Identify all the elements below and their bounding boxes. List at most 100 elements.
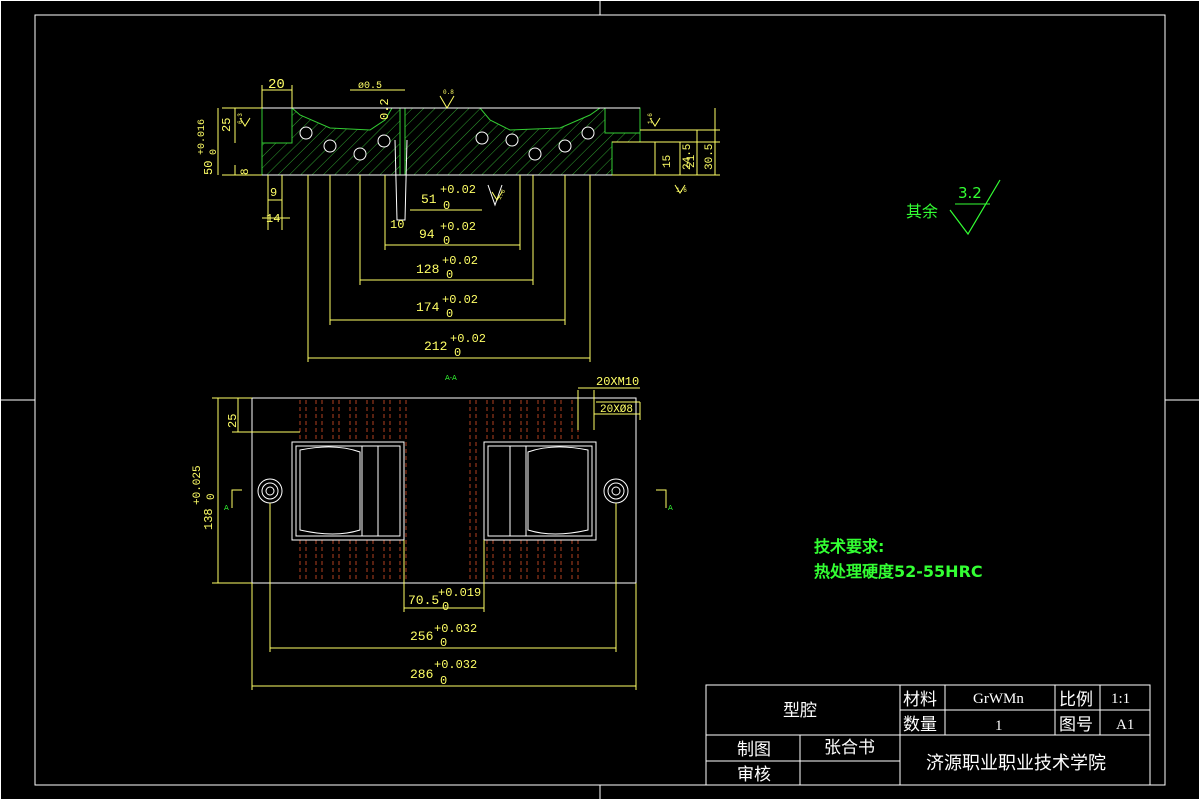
dim-left-upper: 25 bbox=[220, 118, 234, 132]
roughness-value: 3.2 bbox=[958, 184, 982, 202]
scale-label: 比例 bbox=[1059, 690, 1093, 709]
tech-title: 技术要求: bbox=[814, 537, 884, 556]
chain-value: 212 bbox=[424, 339, 447, 354]
chain-upper: +0.032 bbox=[434, 658, 477, 672]
dim-top-width: 20 bbox=[268, 77, 285, 93]
dim-left-height-upper: +0.016 bbox=[197, 119, 208, 155]
chain-upper: +0.019 bbox=[438, 586, 481, 600]
chain-upper: +0.032 bbox=[434, 622, 477, 636]
scale-value: 1:1 bbox=[1111, 691, 1130, 707]
roughness-label: 其余 bbox=[906, 202, 938, 221]
title-block: 型腔 材料 GrWMn 比例 1:1 数量 1 图号 A1 制图 张合书 审核 … bbox=[705, 684, 1151, 786]
chain-dim-128: 128 +0.02 0 bbox=[416, 254, 478, 282]
roughness-marks bbox=[239, 95, 686, 201]
drawing-no-label: 图号 bbox=[1059, 715, 1093, 734]
chain-upper: +0.02 bbox=[442, 293, 478, 307]
chain-value: 256 bbox=[410, 629, 433, 644]
hole bbox=[353, 147, 367, 161]
plan-view: 20XM10 20XØ8 25 138 +0.025 0 A A 70.5 +0… bbox=[192, 375, 673, 690]
quantity-label: 数量 bbox=[903, 715, 937, 734]
plan-height-value: 138 bbox=[202, 508, 216, 530]
chain-dim-212: 212 +0.02 0 bbox=[424, 332, 486, 360]
section-mark-right: A bbox=[668, 504, 673, 512]
dim-left-small: 8 bbox=[240, 168, 252, 175]
hole bbox=[323, 139, 337, 153]
chain-lower: 0 bbox=[446, 268, 453, 282]
dim-right-30-5: 30.5 bbox=[704, 144, 716, 170]
chain-upper: +0.02 bbox=[450, 332, 486, 346]
chain-dim-174: 174 +0.02 0 bbox=[416, 293, 478, 321]
section-view: 20 ø0.5 0.2 25 50 +0.016 0 8 9 14 10 15 … bbox=[197, 77, 720, 382]
rough-top-value: 0.8 bbox=[443, 89, 454, 96]
dim-right-24-5: 24.5 bbox=[682, 144, 694, 170]
hole bbox=[377, 134, 391, 148]
plan-chain-256: 256 +0.032 0 bbox=[410, 622, 477, 650]
runner-slot bbox=[394, 139, 408, 221]
dim-25: 25 bbox=[226, 414, 240, 428]
thread-callout: 20XM10 bbox=[596, 375, 639, 389]
rough-gate-value: 1.6 bbox=[496, 188, 508, 201]
part-name: 型腔 bbox=[783, 701, 817, 720]
section-dim-lines bbox=[217, 85, 720, 362]
chain-value: 70.5 bbox=[408, 593, 439, 608]
guide-holes bbox=[257, 478, 629, 504]
cavity-left bbox=[291, 441, 405, 541]
dim-left-height: 50 bbox=[202, 161, 216, 175]
chain-lower: 0 bbox=[446, 307, 453, 321]
chain-value: 94 bbox=[419, 227, 435, 242]
rough-right-value: 1.6 bbox=[647, 113, 654, 124]
dim-gap: 0.2 bbox=[378, 98, 392, 120]
material-label: 材料 bbox=[903, 690, 937, 709]
ejector-pins bbox=[299, 400, 579, 580]
chain-value: 174 bbox=[416, 300, 440, 315]
drafter-label: 制图 bbox=[737, 740, 771, 759]
chain-upper: +0.02 bbox=[440, 183, 476, 197]
quantity-value: 1 bbox=[995, 718, 1003, 734]
chain-lower: 0 bbox=[443, 234, 450, 248]
chain-value: 286 bbox=[410, 667, 433, 682]
rough-left-value: 6.3 bbox=[237, 113, 244, 124]
hole bbox=[299, 126, 313, 140]
general-roughness: 其余 3.2 bbox=[906, 179, 1001, 236]
chain-value: 128 bbox=[416, 262, 439, 277]
section-label: A-A bbox=[445, 374, 457, 382]
tech-line-1: 热处理硬度52-55HRC bbox=[814, 562, 983, 581]
dim-bottom-14: 14 bbox=[266, 212, 280, 226]
plan-chain-70-5: 70.5 +0.019 0 bbox=[408, 586, 481, 614]
hole bbox=[558, 139, 572, 153]
chain-dim-94: 94 +0.02 0 bbox=[419, 220, 476, 248]
gate-slot bbox=[487, 184, 503, 207]
dim-10: 10 bbox=[390, 218, 404, 232]
plan-height-lower: 0 bbox=[206, 493, 218, 500]
chain-lower: 0 bbox=[443, 199, 450, 213]
school-name: 济源职业职业技术学院 bbox=[926, 753, 1106, 773]
right-insert bbox=[604, 107, 641, 134]
dim-diameter: ø0.5 bbox=[358, 81, 382, 92]
left-insert bbox=[261, 107, 293, 144]
plate-outline bbox=[251, 397, 637, 584]
dim-right-21: 21 bbox=[686, 154, 698, 168]
chain-lower: 0 bbox=[440, 636, 447, 650]
section-holes bbox=[299, 126, 595, 161]
hole bbox=[528, 147, 542, 161]
plan-height-upper: +0.025 bbox=[192, 465, 204, 505]
rough-bottom-value: 1.6 bbox=[676, 187, 687, 194]
tech-requirements: 技术要求: 热处理硬度52-55HRC bbox=[814, 537, 983, 581]
dim-right-15: 15 bbox=[662, 155, 674, 168]
section-mark-left: A bbox=[224, 504, 229, 512]
chain-upper: +0.02 bbox=[442, 254, 478, 268]
hole bbox=[505, 133, 519, 147]
dim-left-height-lower: 0 bbox=[209, 149, 220, 155]
chain-lower: 0 bbox=[442, 600, 449, 614]
hole bbox=[581, 126, 595, 140]
dim-bottom-9: 9 bbox=[270, 186, 277, 200]
drafter-value: 张合书 bbox=[824, 738, 875, 757]
reviewer-label: 审核 bbox=[737, 765, 771, 784]
cavity-right bbox=[483, 441, 597, 541]
plan-dim-lines bbox=[212, 387, 667, 690]
chain-dim-51: 51 +0.02 0 bbox=[421, 183, 476, 213]
plan-chain-286: 286 +0.032 0 bbox=[410, 658, 477, 688]
hole-callout: 20XØ8 bbox=[600, 404, 633, 416]
chain-upper: +0.02 bbox=[440, 220, 476, 234]
